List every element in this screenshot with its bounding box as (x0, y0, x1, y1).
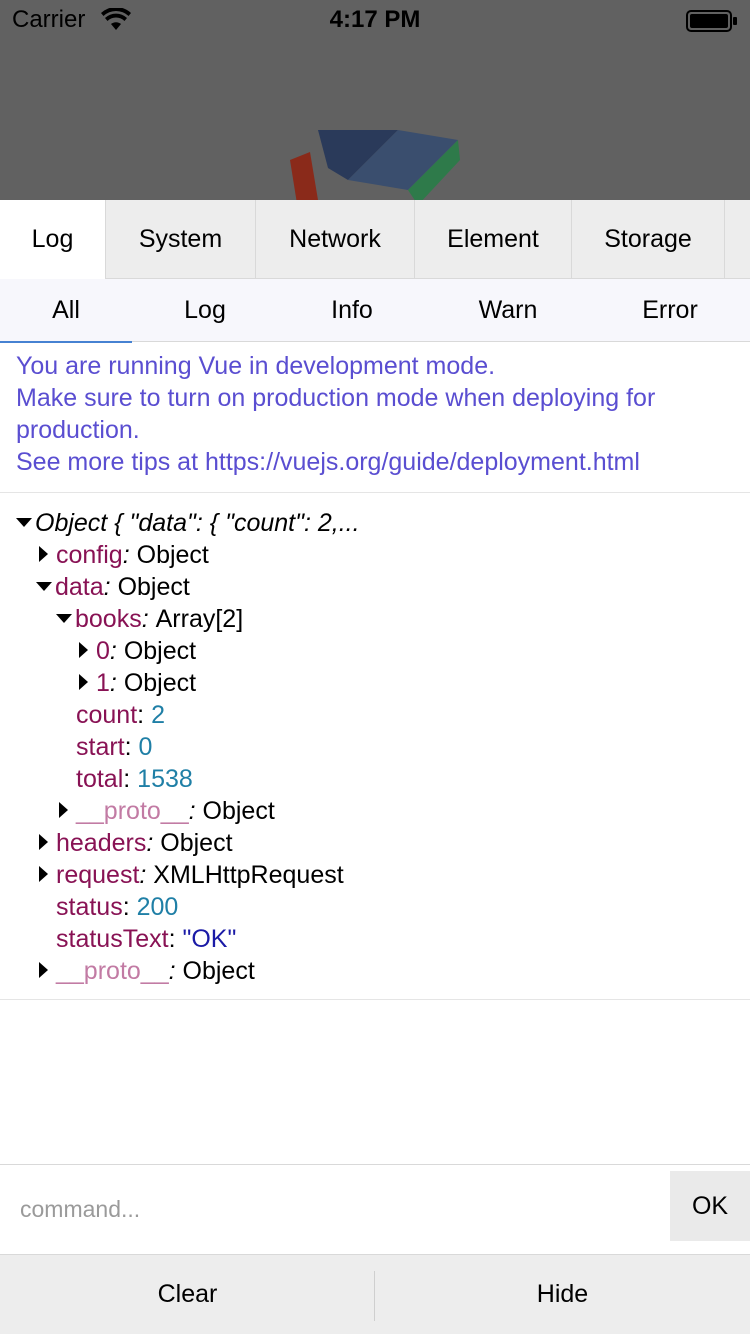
caret-right-icon[interactable] (39, 962, 48, 979)
ok-button[interactable]: OK (670, 1171, 750, 1241)
console-panel: Log System Network Element Storage All L… (0, 200, 750, 1334)
app-background: Carrier 4:17 PM (0, 0, 750, 200)
tab-network[interactable]: Network (256, 200, 415, 279)
status-bar: Carrier 4:17 PM (0, 0, 750, 40)
command-input[interactable] (0, 1165, 670, 1254)
tree-row-config[interactable]: config: Object (16, 539, 734, 571)
tab-element[interactable]: Element (415, 200, 572, 279)
footer-bar: Clear Hide (0, 1254, 750, 1334)
tree-row-request[interactable]: request: XMLHttpRequest (16, 859, 734, 891)
tree-row-statustext: statusText: "OK" (56, 925, 237, 953)
caret-right-icon[interactable] (39, 546, 48, 563)
log-list[interactable]: You are running Vue in development mode.… (0, 342, 750, 1000)
filter-all[interactable]: All (0, 279, 132, 343)
tree-row-proto[interactable]: __proto__: Object (16, 955, 734, 987)
caret-down-icon[interactable] (16, 517, 32, 527)
caret-right-icon[interactable] (79, 674, 88, 691)
tree-row-books[interactable]: books: Array[2] (16, 603, 734, 635)
log-filter-bar: All Log Info Warn Error (0, 279, 750, 343)
tree-row-count: count: 2 (76, 701, 165, 729)
tree-row-start: start: 0 (76, 733, 153, 761)
tab-log[interactable]: Log (0, 200, 106, 279)
filter-log[interactable]: Log (184, 296, 226, 324)
wifi-icon (101, 8, 131, 30)
tree-row-total: total: 1538 (76, 765, 193, 793)
carrier-label: Carrier (12, 6, 86, 33)
tree-row-headers[interactable]: headers: Object (16, 827, 734, 859)
tab-system[interactable]: System (106, 200, 256, 279)
tree-row-item-0[interactable]: 0: Object (16, 635, 734, 667)
tree-row-data[interactable]: data: Object (16, 571, 734, 603)
clear-button[interactable]: Clear (157, 1280, 218, 1308)
caret-right-icon[interactable] (39, 834, 48, 851)
caret-right-icon[interactable] (79, 642, 88, 659)
tree-row-status: status: 200 (56, 893, 179, 921)
battery-icon (686, 10, 737, 32)
object-summary-row[interactable]: Object { "data": { "count": 2,... (16, 507, 734, 539)
main-tabbar: Log System Network Element Storage (0, 200, 750, 279)
tree-row-proto-inner[interactable]: __proto__: Object (16, 795, 734, 827)
caret-down-icon[interactable] (56, 613, 72, 623)
log-item-object: Object { "data": { "count": 2,... config… (0, 493, 750, 1000)
tab-storage[interactable]: Storage (572, 200, 725, 279)
tree-row-item-1[interactable]: 1: Object (16, 667, 734, 699)
log-item-warning: You are running Vue in development mode.… (0, 342, 750, 493)
caret-down-icon[interactable] (36, 581, 52, 591)
filter-info[interactable]: Info (331, 296, 373, 324)
caret-right-icon[interactable] (39, 866, 48, 883)
caret-right-icon[interactable] (59, 802, 68, 819)
filter-error[interactable]: Error (642, 296, 698, 324)
filter-warn[interactable]: Warn (478, 296, 538, 324)
vue-logo-icon (290, 130, 460, 200)
footer-divider (374, 1271, 375, 1321)
hide-button[interactable]: Hide (536, 1280, 589, 1308)
clock: 4:17 PM (329, 6, 421, 33)
command-bar: OK (0, 1164, 750, 1254)
